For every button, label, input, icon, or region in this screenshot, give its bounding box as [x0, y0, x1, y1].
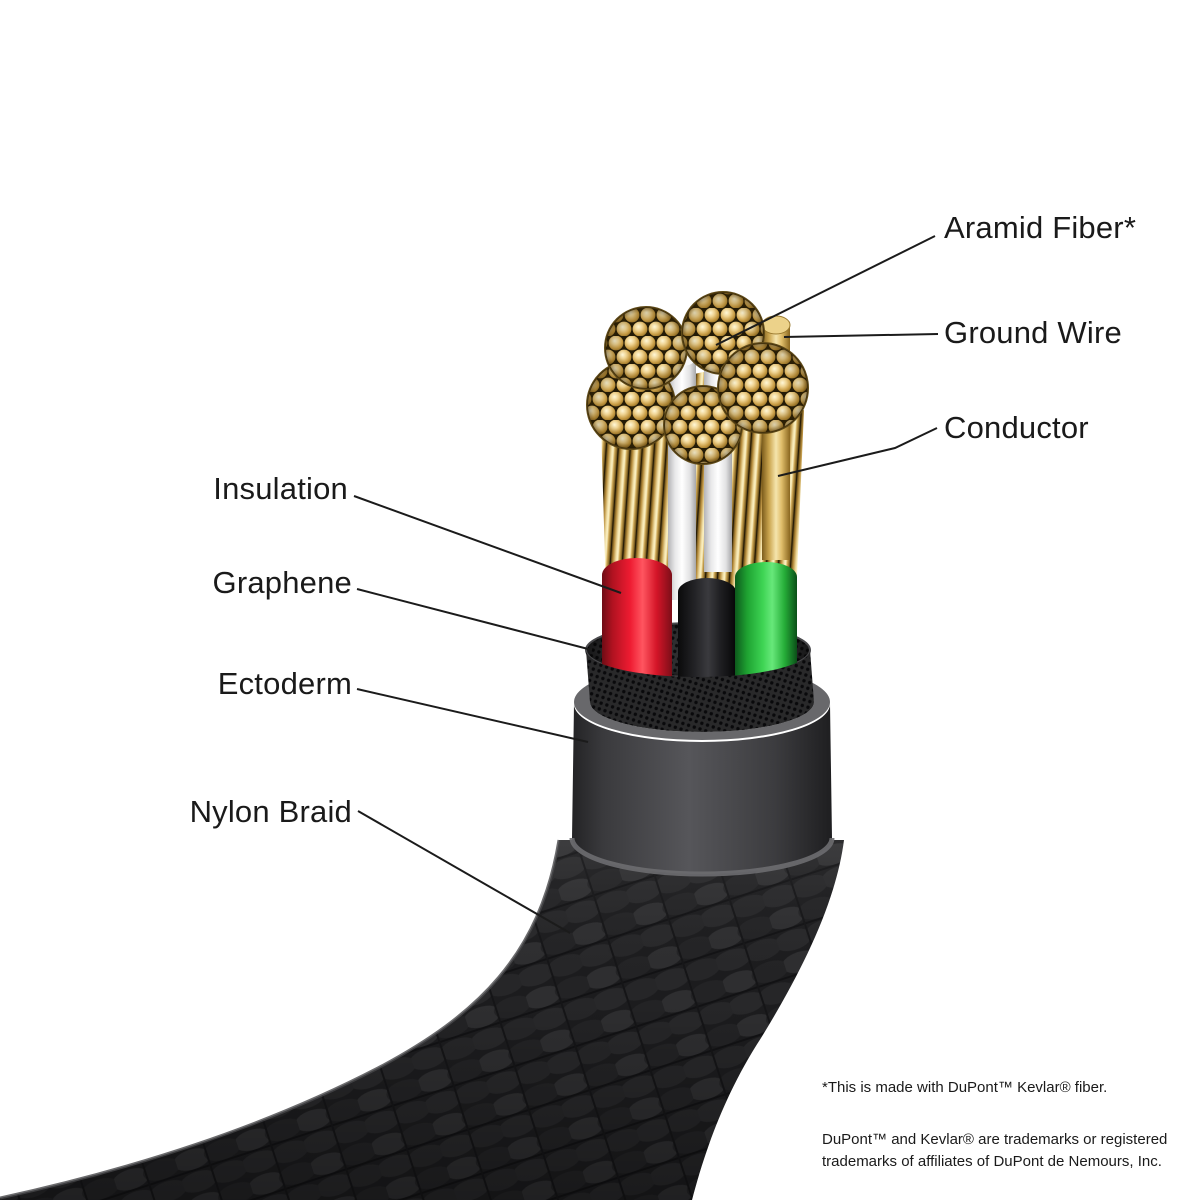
leader-line-conductor — [777, 427, 938, 477]
ectoderm-wall — [572, 704, 832, 874]
leader-line-aramid-fiber — [715, 235, 936, 346]
label-graphene: Graphene — [212, 565, 352, 600]
braid-shading — [0, 840, 844, 1200]
label-insulation: Insulation — [213, 471, 348, 506]
graphene-ring-wall — [586, 650, 814, 732]
braid-edge-highlight — [0, 839, 561, 1200]
conductor-bundle — [717, 342, 809, 434]
label-nylon-braid: Nylon Braid — [189, 794, 352, 829]
footnote-trademark-line2: trademarks of affiliates of DuPont de Ne… — [822, 1153, 1162, 1170]
leader-line-insulation — [353, 495, 622, 594]
nylon-braid — [0, 839, 844, 1200]
leader-line-nylon-braid — [357, 810, 571, 934]
insulation-green-sleeve — [735, 562, 797, 700]
leader-lines — [353, 235, 939, 934]
insulation-black-sleeve — [678, 578, 736, 700]
label-conductor: Conductor — [944, 410, 1089, 445]
graphene-ring-wall-shade — [586, 650, 814, 732]
leader-line-ectoderm — [356, 688, 589, 743]
label-aramid-fiber: Aramid Fiber* — [944, 210, 1137, 245]
footnote-kevlar: *This is made with DuPont™ Kevlar® fiber… — [822, 1079, 1108, 1096]
label-ground-wire: Ground Wire — [944, 315, 1122, 350]
leader-line-ground-wire — [783, 333, 939, 338]
leader-line-graphene — [356, 588, 593, 651]
footnote-trademark: DuPont™ and Kevlar® are trademarks or re… — [822, 1129, 1167, 1173]
footnote-trademark-line1: DuPont™ and Kevlar® are trademarks or re… — [822, 1131, 1168, 1148]
ectoderm-sleeve — [569, 704, 835, 877]
ectoderm-bottom-rim — [569, 837, 835, 877]
conductor-bundle — [604, 306, 688, 390]
label-ectoderm: Ectoderm — [217, 666, 352, 701]
conductor-bundle-faces — [586, 291, 809, 465]
ground-wire-top — [761, 315, 791, 335]
